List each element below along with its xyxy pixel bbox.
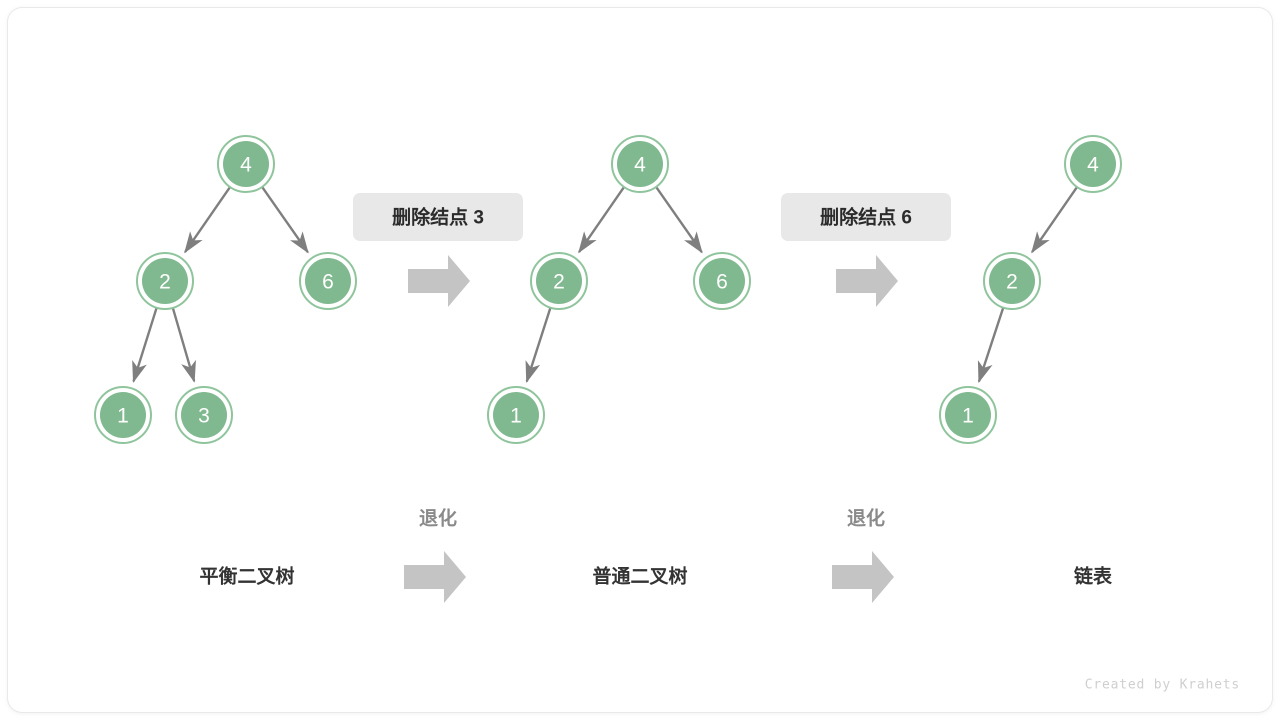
tree-node[interactable]: 2 — [530, 252, 588, 310]
node-label: 2 — [1006, 271, 1018, 294]
node-label: 6 — [322, 271, 334, 294]
node-label: 4 — [634, 154, 646, 177]
stage-caption: 普通二叉树 — [592, 565, 687, 588]
node-label: 4 — [240, 154, 252, 177]
node-label: 3 — [198, 405, 210, 428]
node-ring — [299, 252, 357, 310]
node-circle — [223, 141, 269, 187]
tree-edge — [977, 307, 1005, 384]
operation-label-box: 删除结点 6 — [781, 193, 951, 241]
tree-edge — [132, 307, 158, 383]
operation-box-background — [353, 193, 523, 241]
operation-box-background — [781, 193, 951, 241]
degrade-label: 退化 — [847, 507, 885, 530]
tree-node[interactable]: 2 — [136, 252, 194, 310]
node-ring — [693, 252, 751, 310]
transition-block-arrow — [408, 255, 470, 307]
captions-layer: 平衡二叉树 普通二叉树 链表 — [199, 551, 1113, 603]
operation-label-box: 删除结点 3 — [353, 193, 523, 241]
node-label: 1 — [117, 405, 129, 428]
node-ring — [611, 135, 669, 193]
degrade-label: 退化 — [419, 507, 457, 530]
node-label: 6 — [716, 271, 728, 294]
node-ring — [487, 386, 545, 444]
degrade-block-arrow — [832, 551, 894, 603]
nodes-layer: 4 2 6 1 3 4 2 6 1 4 2 1 — [94, 135, 1122, 444]
operation-label-text: 删除结点 6 — [820, 206, 912, 229]
node-ring — [217, 135, 275, 193]
tree-node[interactable]: 6 — [693, 252, 751, 310]
node-ring — [530, 252, 588, 310]
node-circle — [699, 258, 745, 304]
node-circle — [493, 392, 539, 438]
node-circle — [100, 392, 146, 438]
tree-node[interactable]: 1 — [939, 386, 997, 444]
node-label: 2 — [159, 271, 171, 294]
node-ring — [983, 252, 1041, 310]
tree-node[interactable]: 1 — [487, 386, 545, 444]
tree-node[interactable]: 1 — [94, 386, 152, 444]
tree-node[interactable]: 6 — [299, 252, 357, 310]
node-circle — [945, 392, 991, 438]
tree-edge — [261, 186, 309, 254]
transitions-layer: 退化 退化 — [408, 255, 898, 530]
node-circle — [536, 258, 582, 304]
operation-labels-layer: 删除结点 3 删除结点 6 — [353, 193, 951, 241]
node-ring — [94, 386, 152, 444]
node-ring — [1064, 135, 1122, 193]
node-circle — [617, 141, 663, 187]
node-label: 1 — [510, 405, 522, 428]
node-label: 2 — [553, 271, 565, 294]
tree-edge — [525, 307, 552, 384]
node-circle — [142, 258, 188, 304]
credit-text: Created by Krahets — [1085, 678, 1240, 693]
tree-edge — [655, 186, 703, 254]
node-ring — [175, 386, 233, 444]
tree-node[interactable]: 4 — [217, 135, 275, 193]
node-label: 4 — [1087, 154, 1099, 177]
node-circle — [305, 258, 351, 304]
node-ring — [939, 386, 997, 444]
figure-card — [8, 8, 1272, 712]
tree-node[interactable]: 4 — [611, 135, 669, 193]
node-circle — [1070, 141, 1116, 187]
degrade-block-arrow — [404, 551, 466, 603]
operation-label-text: 删除结点 3 — [392, 206, 484, 229]
node-label: 1 — [962, 405, 974, 428]
tree-edge — [578, 186, 625, 254]
tree-edge — [1031, 186, 1078, 254]
transition-block-arrow — [836, 255, 898, 307]
tree-edge — [171, 307, 196, 383]
node-circle — [181, 392, 227, 438]
tree-node[interactable]: 2 — [983, 252, 1041, 310]
stage-caption: 链表 — [1074, 565, 1113, 588]
stage-caption: 平衡二叉树 — [199, 565, 294, 588]
tree-edge — [184, 186, 231, 254]
tree-node[interactable]: 3 — [175, 386, 233, 444]
node-ring — [136, 252, 194, 310]
edges-layer — [132, 186, 1078, 384]
tree-node[interactable]: 4 — [1064, 135, 1122, 193]
node-circle — [989, 258, 1035, 304]
